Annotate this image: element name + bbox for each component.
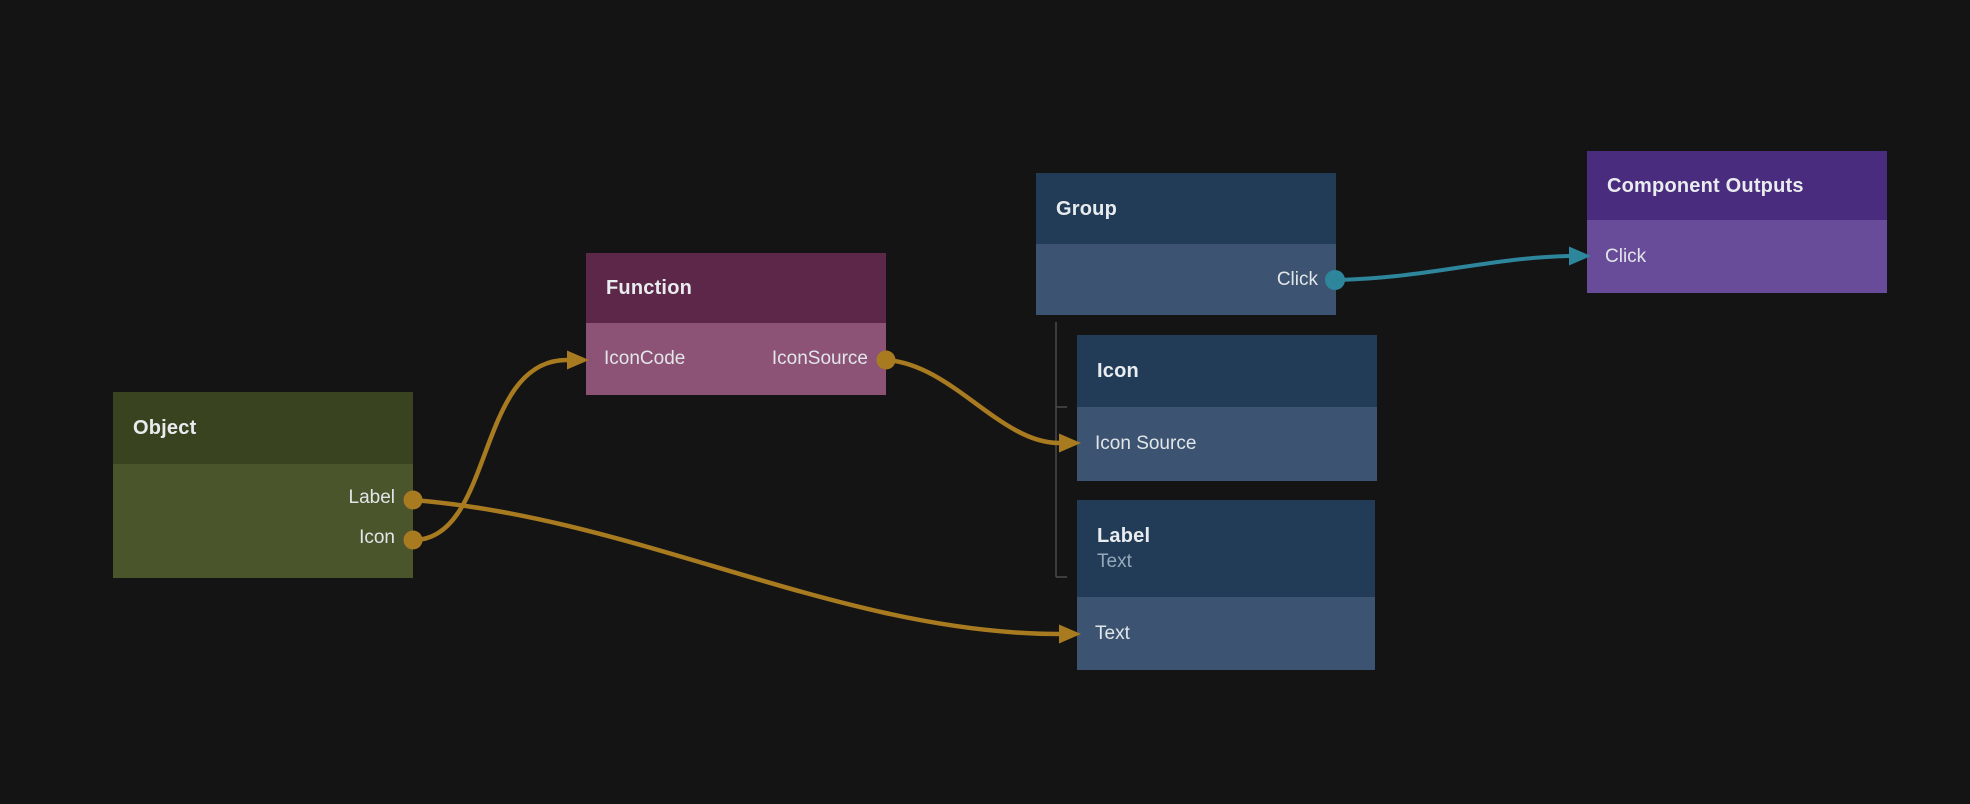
- edge-object-icon-to-function-iconcode[interactable]: [410, 357, 570, 543]
- node-label[interactable]: Label Text Text: [1077, 500, 1375, 670]
- port-label: Icon: [359, 527, 395, 548]
- node-title: Label: [1097, 525, 1151, 547]
- node-object-header[interactable]: Object: [113, 392, 413, 464]
- port-output-iconsource[interactable]: IconSource: [771, 348, 868, 369]
- node-icon-header[interactable]: Icon: [1077, 335, 1377, 407]
- node-label-header[interactable]: Label Text: [1077, 500, 1375, 597]
- port-label: Click: [1276, 268, 1318, 290]
- group-children-connector: [1055, 322, 1067, 578]
- node-label-body: Text: [1077, 597, 1375, 670]
- port-label: Icon Source: [1095, 433, 1197, 454]
- port-input-iconcode[interactable]: IconCode: [604, 348, 686, 369]
- node-title: Component Outputs: [1607, 174, 1804, 197]
- node-title: Icon: [1097, 360, 1139, 382]
- node-component-outputs-header[interactable]: Component Outputs: [1587, 151, 1887, 220]
- port-input-text[interactable]: Text: [1077, 597, 1375, 670]
- edge-function-iconsource-to-icon-iconsource[interactable]: [883, 357, 1062, 446]
- node-group-header[interactable]: Group: [1036, 173, 1336, 244]
- node-title: Function: [606, 277, 693, 299]
- port-label: Click: [1605, 245, 1647, 267]
- node-function-header[interactable]: Function: [586, 253, 886, 323]
- edge-group-click-to-component-outputs-click[interactable]: [1333, 254, 1571, 282]
- node-group-body: Click: [1036, 244, 1336, 315]
- node-function-body: IconCode IconSource: [586, 323, 886, 395]
- port-output-label[interactable]: Label: [113, 478, 413, 518]
- node-object-body: Label Icon: [113, 464, 413, 578]
- node-group[interactable]: Group Click: [1036, 173, 1336, 315]
- node-component-outputs[interactable]: Component Outputs Click: [1587, 151, 1887, 293]
- node-title: Group: [1056, 197, 1117, 220]
- node-object[interactable]: Object Label Icon: [113, 392, 413, 578]
- node-title: Object: [133, 417, 197, 439]
- port-label: Label: [348, 487, 396, 508]
- node-component-outputs-body: Click: [1587, 220, 1887, 293]
- port-input-icon-source[interactable]: Icon Source: [1077, 407, 1377, 481]
- port-output-icon[interactable]: Icon: [113, 518, 413, 558]
- node-subtitle: Text: [1097, 551, 1132, 572]
- node-function[interactable]: Function IconCode IconSource: [586, 253, 886, 395]
- port-output-click[interactable]: Click: [1036, 244, 1336, 315]
- port-label: Text: [1095, 622, 1130, 644]
- node-icon[interactable]: Icon Icon Source: [1077, 335, 1377, 481]
- edge-object-label-to-label-text[interactable]: [410, 497, 1062, 637]
- node-icon-body: Icon Source: [1077, 407, 1377, 481]
- port-input-click[interactable]: Click: [1587, 220, 1887, 293]
